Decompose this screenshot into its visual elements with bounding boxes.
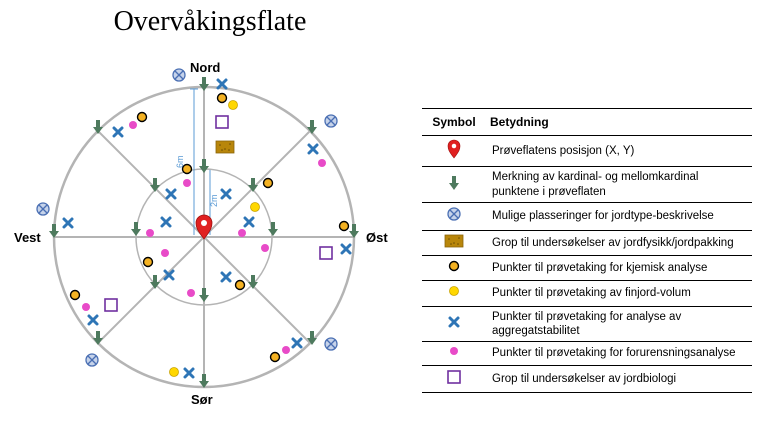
pollution-sample-point [261, 244, 269, 252]
aggregate-stability-point [87, 314, 99, 326]
soil-description-point [36, 202, 50, 216]
legend-text: Punkter til prøvetaking for kjemisk anal… [486, 255, 752, 282]
legend-header-symbol: Symbol [422, 108, 486, 136]
chemical-sample-point [142, 256, 154, 268]
legend-text: Mulige plasseringer for jordtype-beskriv… [486, 202, 752, 231]
direction-north: Nord [190, 60, 220, 75]
direction-west: Vest [14, 230, 41, 245]
legend-text: Grop til undersøkelser av jordbiologi [486, 365, 752, 394]
fine-soil-volume-point [169, 367, 179, 377]
scale-bar-6m [190, 88, 198, 235]
legend-row: Grop til undersøkelser av jordbiologi [422, 365, 752, 394]
legend-text: Punkter til prøvetaking av finjord-volum [486, 280, 752, 307]
aggregate-stability-point [340, 243, 352, 255]
yellow-circle-icon [449, 286, 459, 297]
legend-row: Grop til undersøkelser av jordfysikk/jor… [422, 230, 752, 256]
arrow-marker-w-outer [49, 224, 59, 238]
soil-physics-pit [215, 140, 235, 154]
green-arrow-icon [449, 175, 459, 190]
aggregate-stability-point [243, 216, 255, 228]
arrow-marker-n-outer [199, 77, 209, 91]
chemical-sample-point [269, 351, 281, 363]
pollution-sample-point [318, 159, 326, 167]
arrow-marker-e-outer [349, 224, 359, 238]
plot-position-pin-icon [195, 214, 213, 240]
pollution-sample-point [82, 303, 90, 311]
legend-text: Punkter til prøvetaking for analyse av a… [486, 306, 752, 343]
soil-biology-pit [319, 246, 333, 260]
pollution-sample-point [183, 179, 191, 187]
scale-label-6m: 6m [175, 155, 185, 168]
direction-south: Sør [191, 392, 213, 407]
chemical-sample-point [69, 289, 81, 301]
legend-text: Merkning av kardinal- og mellomkardinal … [486, 166, 752, 204]
pollution-sample-point [146, 229, 154, 237]
aggregate-stability-point [62, 217, 74, 229]
chemical-sample-point [262, 177, 274, 189]
aggregate-stability-point [160, 216, 172, 228]
legend-header-meaning: Betydning [486, 108, 752, 136]
fine-soil-volume-point [250, 202, 260, 212]
crossed-circle-icon [447, 207, 461, 221]
aggregate-stability-point [220, 271, 232, 283]
legend-row: Punkter til prøvetaking for analyse av a… [422, 306, 752, 343]
legend-row: Prøveflatens posisjon (X, Y) [422, 135, 752, 168]
arrow-marker-s-inner [199, 288, 209, 302]
aggregate-stability-point [183, 367, 195, 379]
monitoring-plot-diagram: 6m 2m Nord Sør Øst Vest [14, 60, 388, 407]
chemical-sample-point [136, 111, 148, 123]
legend-text: Punkter til prøvetaking for forurensning… [486, 341, 752, 366]
arrow-marker-nw-outer [93, 120, 103, 134]
aggregate-stability-point [216, 78, 228, 90]
legend-text: Grop til undersøkelser av jordfysikk/jor… [486, 230, 752, 256]
pollution-sample-point [282, 346, 290, 354]
soil-description-point [324, 337, 338, 351]
aggregate-stability-point [291, 337, 303, 349]
direction-east: Øst [366, 230, 388, 245]
arrow-marker-n-inner [199, 159, 209, 173]
legend-header-row: Symbol Betydning [422, 108, 752, 136]
arrow-marker-ne-inner [248, 178, 258, 192]
purple-square-icon [447, 369, 461, 384]
legend-table: Symbol Betydning Prøveflatens posisjon (… [422, 108, 752, 394]
soil-biology-pit [104, 298, 118, 312]
chemical-sample-point [216, 92, 228, 104]
fine-soil-volume-point [228, 100, 238, 110]
arrow-marker-nw-inner [150, 178, 160, 192]
pollution-sample-point [161, 249, 169, 257]
aggregate-stability-point [220, 188, 232, 200]
aggregate-stability-point [307, 143, 319, 155]
legend-row: Punkter til prøvetaking av finjord-volum [422, 280, 752, 307]
aggregate-stability-point [165, 188, 177, 200]
pollution-sample-point [129, 121, 137, 129]
legend-text: Prøveflatens posisjon (X, Y) [486, 135, 752, 168]
soil-description-point [85, 353, 99, 367]
soil-description-point [172, 68, 186, 82]
scale-label-2m: 2m [209, 194, 219, 207]
chemical-sample-point [338, 220, 350, 232]
pollution-sample-point [187, 289, 195, 297]
chemical-sample-point [181, 163, 193, 175]
legend-row: Merkning av kardinal- og mellomkardinal … [422, 166, 752, 204]
soil-description-point [324, 114, 338, 128]
blue-x-icon [448, 316, 460, 328]
arrow-marker-w-inner [131, 222, 141, 236]
brown-square-icon [444, 234, 464, 247]
page-title: Overvåkingsflate [113, 6, 307, 37]
chemical-sample-point [234, 279, 246, 291]
pollution-sample-point [238, 229, 246, 237]
legend-row: Punkter til prøvetaking for kjemisk anal… [422, 255, 752, 282]
pin-icon [447, 139, 461, 159]
soil-biology-pit [215, 115, 229, 129]
arrow-marker-e-inner [268, 222, 278, 236]
arrow-marker-sw-outer [93, 331, 103, 345]
magenta-dot-icon [450, 347, 458, 356]
orange-circle-icon [448, 260, 460, 272]
legend-row: Punkter til prøvetaking for forurensning… [422, 341, 752, 366]
aggregate-stability-point [112, 126, 124, 138]
legend-row: Mulige plasseringer for jordtype-beskriv… [422, 202, 752, 231]
